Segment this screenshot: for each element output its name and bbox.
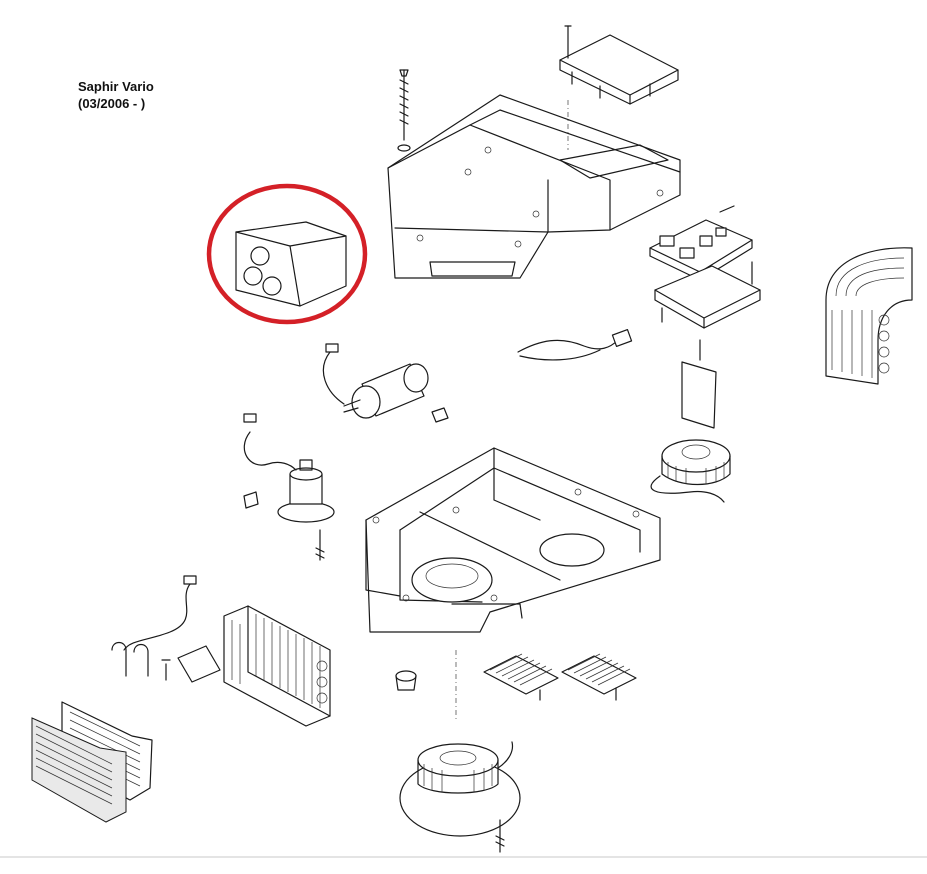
mesh-grille-right[interactable] <box>561 653 637 701</box>
temperature-sensor[interactable] <box>111 575 221 683</box>
cover-screw[interactable] <box>397 69 411 152</box>
triple-port-block[interactable] <box>235 221 347 307</box>
top-cover[interactable] <box>387 94 681 279</box>
center-motor[interactable] <box>322 343 449 423</box>
mesh-grille-left[interactable] <box>483 653 559 701</box>
power-cable[interactable] <box>517 329 633 361</box>
bottom-blower[interactable] <box>399 650 521 853</box>
intake-grille[interactable] <box>31 717 127 823</box>
diagram-title: Saphir Vario (03/2006 - ) <box>78 78 154 112</box>
production-period: (03/2006 - ) <box>78 96 146 111</box>
base-tray[interactable] <box>365 447 661 633</box>
bottom-divider <box>0 856 927 858</box>
highlighted-part-callout[interactable] <box>206 183 368 325</box>
right-fan-motor[interactable] <box>650 339 731 503</box>
small-screw-left[interactable] <box>161 659 171 681</box>
control-board[interactable] <box>649 205 753 281</box>
valve-unit[interactable] <box>243 413 335 561</box>
board-tray[interactable] <box>654 261 761 329</box>
drain-cap[interactable] <box>395 670 417 691</box>
left-heat-exchanger[interactable] <box>223 605 331 727</box>
top-plate[interactable] <box>559 25 679 150</box>
model-name: Saphir Vario <box>78 79 154 94</box>
right-heat-exchanger[interactable] <box>825 247 913 385</box>
